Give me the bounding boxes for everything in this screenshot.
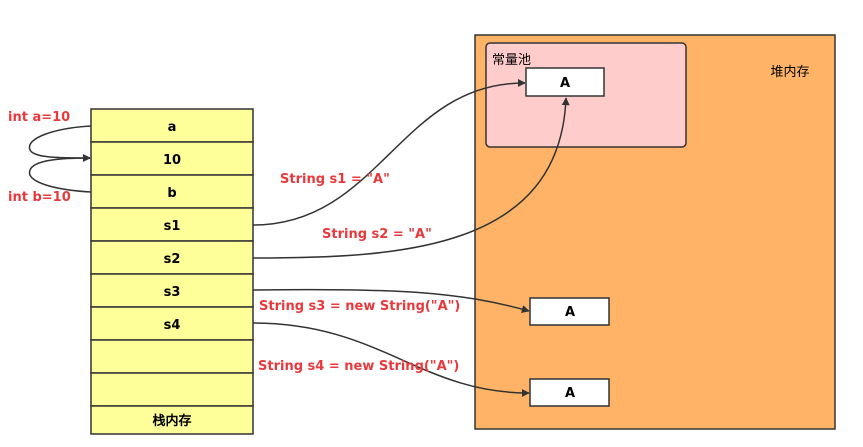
stack-cell-label: s2 [164,252,181,267]
stack-cell-label: s4 [164,318,181,333]
stack-cell [90,339,254,374]
stack-footer-label: 栈内存 [152,413,191,429]
annotation-s4: String s4 = new String("A") [258,359,459,374]
pool-string-value: A [560,76,570,91]
annotation-s1: String s1 = "A" [280,172,390,187]
arrow-b-to-10 [28,154,92,193]
stack-cell [90,240,254,275]
arrow-s2-to-pool [252,97,570,259]
arrow-a-to-10 [28,125,92,162]
stack-cell [90,273,254,308]
heap-title: 堆内存 [770,64,809,80]
arrow-s4-to-object [252,322,530,397]
arrow-s1-to-pool [252,78,526,226]
stack-memory: a 10 b s1 s2 s3 s4 栈内存 [90,108,254,435]
stack-cell [90,207,254,242]
constant-pool-title: 常量池 [492,53,531,68]
stack-cell-label: s3 [164,285,181,300]
annotation-int-a: int a=10 [8,110,70,125]
heap-object-box [529,378,610,407]
stack-footer [90,405,254,435]
stack-cell [90,372,254,407]
annotation-int-b: int b=10 [8,190,71,205]
heap-object-value: A [565,386,575,401]
stack-cell-label: a [168,120,177,135]
stack-cell-label: b [167,186,176,201]
annotation-s3: String s3 = new String("A") [259,299,460,314]
heap-object-box [529,297,610,326]
stack-cell-label: s1 [164,219,181,234]
annotation-s2: String s2 = "A" [322,227,432,242]
stack-cell-label: 10 [163,153,181,168]
heap-object-value: A [565,305,575,320]
pool-string-box [525,67,605,97]
arrow-s3-to-object [252,288,530,313]
stack-cell [90,174,254,209]
